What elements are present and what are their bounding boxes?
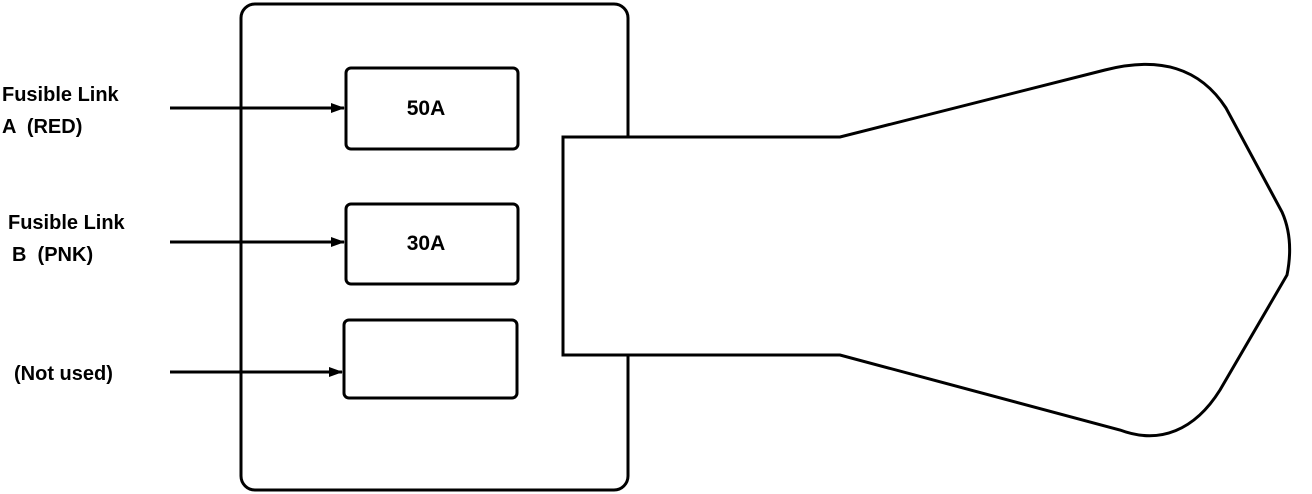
fuse-c-body xyxy=(342,318,519,400)
callout-not-used: (Not used) xyxy=(14,363,113,385)
fuse-a-rating: 50A xyxy=(407,97,446,120)
connector-paddle xyxy=(561,62,1292,438)
fuse-slot-b: 30A xyxy=(344,202,520,286)
fuse-slot-a: 50A xyxy=(344,66,520,151)
fuse-b-rating: 30A xyxy=(407,232,446,255)
callout-fusible-link-a: Fusible Link A (RED) xyxy=(2,84,120,138)
callout-a-line1: Fusible Link xyxy=(2,84,120,106)
callout-fusible-link-b: Fusible Link B (PNK) xyxy=(8,212,126,266)
fuse-a-body xyxy=(344,66,520,151)
callout-b-line2: B (PNK) xyxy=(12,244,93,266)
callout-c-line1: (Not used) xyxy=(14,363,113,385)
callout-a-line2: A (RED) xyxy=(2,116,82,138)
callout-b-line1: Fusible Link xyxy=(8,212,126,234)
fuse-b-body xyxy=(344,202,520,286)
fuse-slot-c xyxy=(342,318,519,400)
